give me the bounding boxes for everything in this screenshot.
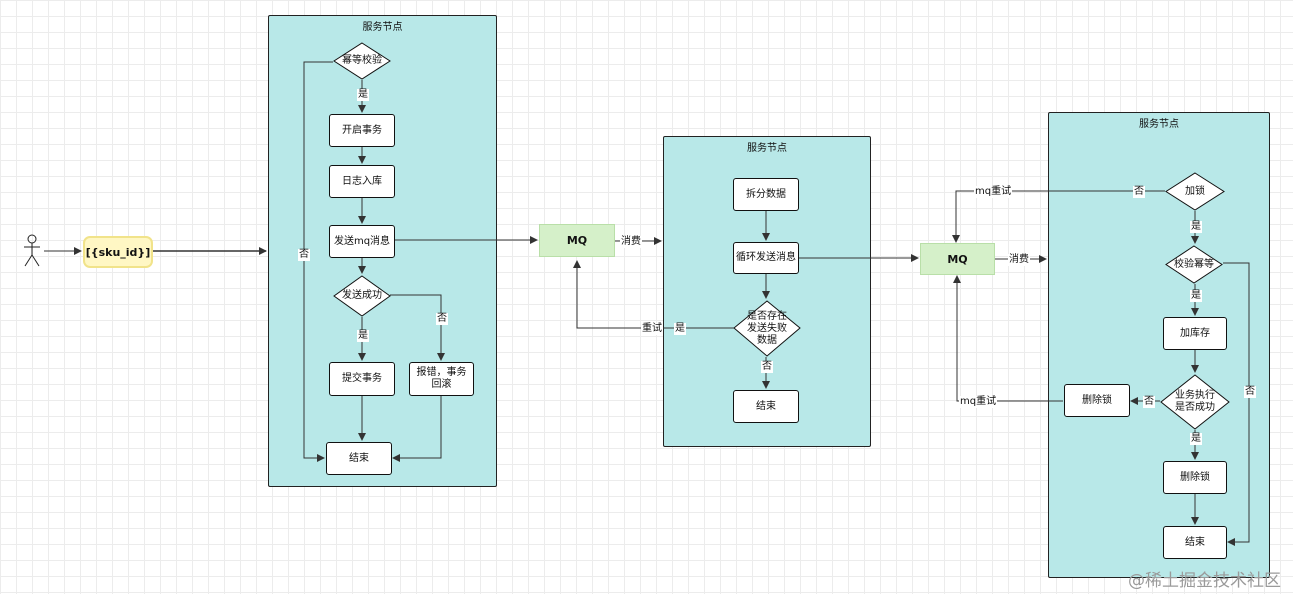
right-exec-ok-decision: 业务执行是否成功 bbox=[1160, 374, 1230, 430]
left-error-rollback-node: 报错，事务回滚 bbox=[409, 362, 474, 396]
right-idem-check-label: 校验幂等 bbox=[1174, 258, 1214, 270]
right-del-lock-left-node: 删除锁 bbox=[1064, 384, 1130, 417]
left-idem-check-label: 幂等校验 bbox=[342, 55, 382, 66]
right-yes1-label: 是 bbox=[1190, 221, 1202, 233]
right-yes2-label: 是 bbox=[1190, 290, 1202, 302]
mq1-consume-label: 消费 bbox=[620, 236, 642, 248]
lane-middle-title: 服务节点 bbox=[747, 143, 787, 154]
right-mq-retry-bottom-label: mq重试 bbox=[959, 396, 998, 408]
decision-diamond-icon bbox=[333, 42, 391, 80]
mid-no-label: 否 bbox=[761, 361, 773, 373]
mq2-consume-label: 消费 bbox=[1008, 254, 1030, 266]
right-yes3-label: 是 bbox=[1190, 433, 1202, 445]
right-no-exec-label: 否 bbox=[1143, 396, 1155, 408]
mid-retry-label: 重试 bbox=[641, 323, 663, 335]
right-exec-ok-label: 业务执行是否成功 bbox=[1175, 390, 1215, 413]
left-yes2-label: 是 bbox=[357, 330, 369, 342]
left-end-node: 结束 bbox=[326, 442, 392, 475]
mid-has-failed-label: 是否存在发送失败数据 bbox=[747, 310, 787, 346]
mid-split-data-node: 拆分数据 bbox=[733, 178, 799, 211]
mid-end-node: 结束 bbox=[733, 390, 799, 423]
right-no-idem-label: 否 bbox=[1244, 386, 1256, 398]
lane-left-title: 服务节点 bbox=[362, 22, 403, 33]
mid-yes-label: 是 bbox=[674, 323, 686, 335]
left-open-tx-node: 开启事务 bbox=[329, 114, 395, 147]
left-commit-tx-node: 提交事务 bbox=[329, 362, 395, 396]
lane-right: 服务节点 bbox=[1048, 112, 1270, 578]
left-idem-check-decision: 幂等校验 bbox=[333, 42, 391, 80]
right-end-node: 结束 bbox=[1163, 526, 1227, 559]
right-add-stock-node: 加库存 bbox=[1163, 317, 1227, 350]
decision-diamond-icon bbox=[1160, 374, 1230, 430]
left-no2-label: 否 bbox=[436, 313, 448, 325]
mq1-node: MQ bbox=[539, 224, 615, 257]
decision-diamond-icon bbox=[733, 300, 801, 357]
right-no-top-label: 否 bbox=[1133, 186, 1145, 198]
left-send-ok-label: 发送成功 bbox=[342, 290, 382, 301]
right-lock-label: 加锁 bbox=[1185, 185, 1205, 197]
lane-right-title: 服务节点 bbox=[1139, 119, 1179, 130]
right-mq-retry-top-label: mq重试 bbox=[974, 186, 1013, 198]
right-lock-decision: 加锁 bbox=[1165, 172, 1225, 211]
left-yes1-label: 是 bbox=[357, 89, 369, 101]
mid-loop-send-node: 循环发送消息 bbox=[733, 242, 799, 274]
watermark-text: @稀土掘金技术社区 bbox=[1128, 571, 1281, 591]
left-send-mq-node: 发送mq消息 bbox=[329, 225, 395, 258]
decision-diamond-icon bbox=[1165, 245, 1223, 284]
actor-icon bbox=[24, 234, 40, 267]
left-no-loop-label: 否 bbox=[298, 249, 310, 261]
mq2-node: MQ bbox=[920, 243, 995, 275]
left-send-ok-decision: 发送成功 bbox=[333, 275, 391, 317]
decision-diamond-icon bbox=[1165, 172, 1225, 211]
left-log-db-node: 日志入库 bbox=[329, 165, 395, 198]
mid-has-failed-decision: 是否存在发送失败数据 bbox=[733, 300, 801, 357]
decision-diamond-icon bbox=[333, 275, 391, 317]
right-idem-check-decision: 校验幂等 bbox=[1165, 245, 1223, 284]
sku-id-node: [{sku_id}] bbox=[83, 236, 153, 268]
right-del-lock-node: 删除锁 bbox=[1163, 461, 1227, 494]
